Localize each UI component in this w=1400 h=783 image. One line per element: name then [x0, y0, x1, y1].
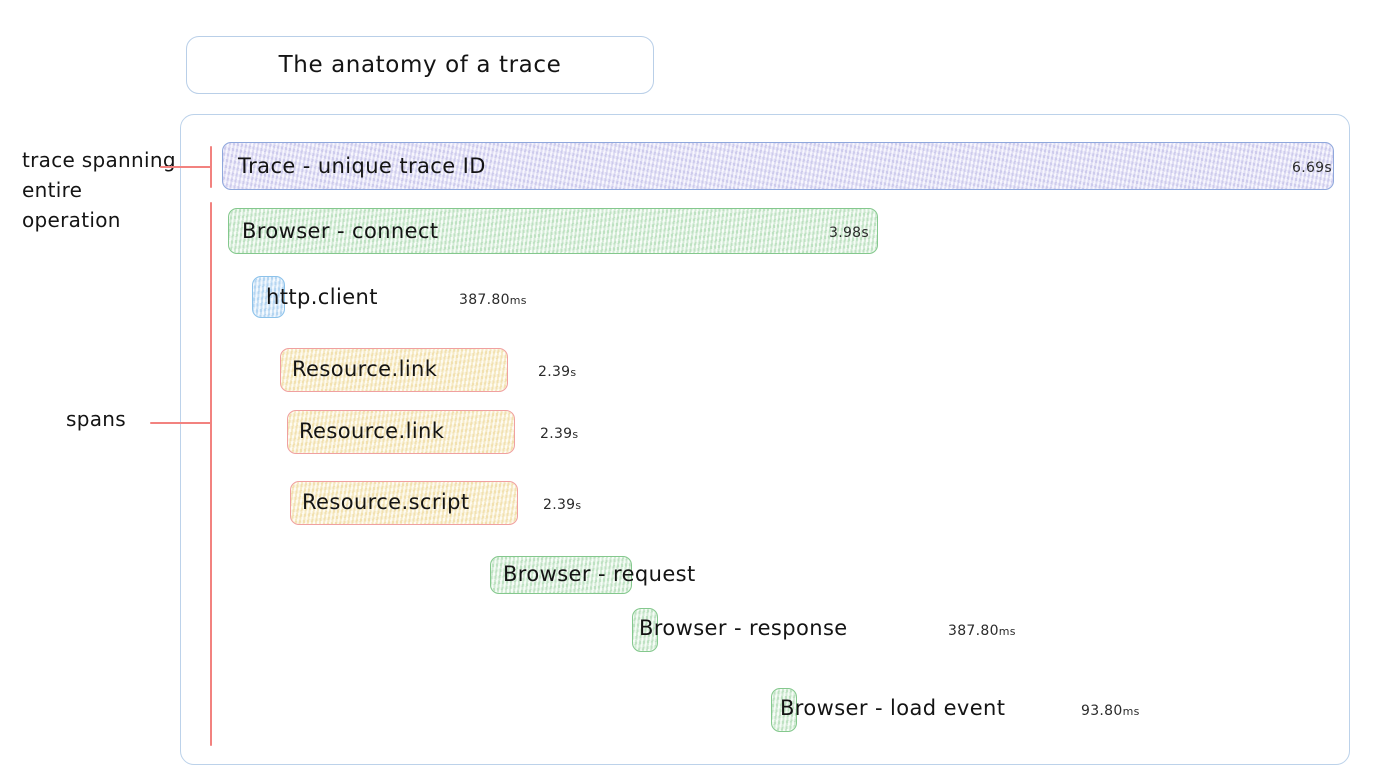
spans-bracket [210, 202, 212, 746]
span-duration-http-client: 387.80ms [459, 292, 527, 308]
diagram-title-card: The anatomy of a trace [186, 36, 654, 94]
span-label-browser-load-event: Browser - load event [780, 696, 1006, 720]
span-label-browser-request: Browser - request [503, 562, 696, 586]
span-duration-browser-load-event: 93.80ms [1081, 703, 1140, 719]
span-label-browser-response: Browser - response [639, 616, 848, 640]
annotation-trace-label: trace spanning entire operation [22, 148, 176, 232]
span-duration-resource-script: 2.39s [543, 497, 582, 513]
span-label-http-client: http.client [266, 285, 378, 309]
spans-leader-line [150, 422, 212, 424]
span-duration-browser-response: 387.80ms [948, 623, 1016, 639]
span-duration-resource-link-1: 2.39s [538, 364, 577, 380]
span-duration-resource-link-2: 2.39s [540, 426, 579, 442]
span-label-trace-root: Trace - unique trace ID [238, 154, 486, 178]
span-label-browser-connect: Browser - connect [242, 219, 439, 243]
trace-leader-line [160, 166, 212, 168]
span-label-resource-link-1: Resource.link [292, 357, 438, 381]
page-title: The anatomy of a trace [278, 52, 562, 78]
span-duration-trace-root: 6.69s [1292, 160, 1332, 176]
span-label-resource-script: Resource.script [302, 490, 470, 514]
span-duration-browser-connect: 3.98s [829, 225, 869, 241]
span-label-resource-link-2: Resource.link [299, 419, 445, 443]
annotation-spans-label: spans [66, 407, 126, 431]
